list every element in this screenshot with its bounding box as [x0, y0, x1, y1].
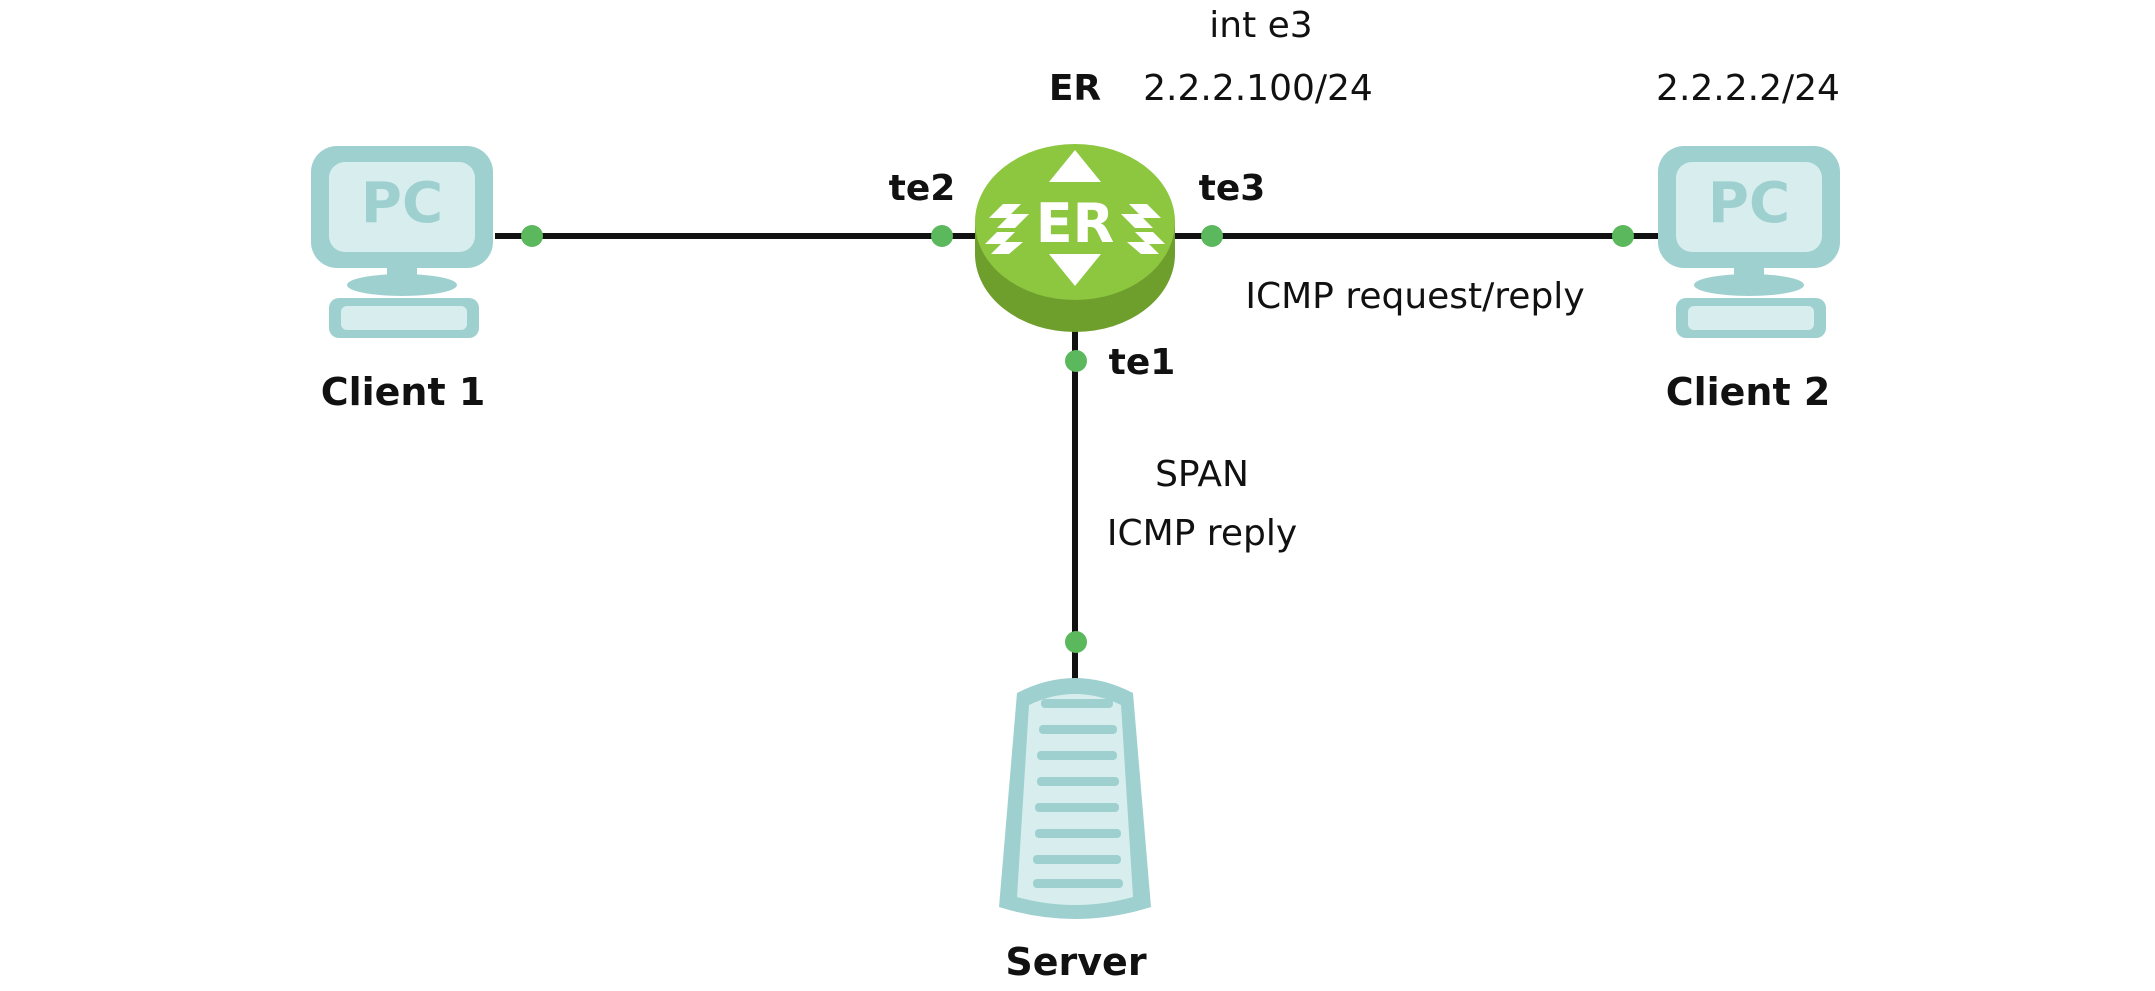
te1-port-dot[interactable] [1065, 350, 1087, 372]
client2-name: Client 2 [1666, 370, 1831, 414]
router-interface-ip: 2.2.2.100/24 [1143, 68, 1373, 109]
port-label-te1: te1 [1109, 342, 1176, 383]
router-logo-text: ER [1036, 192, 1114, 255]
client2-screen-text: PC [1708, 171, 1790, 236]
client2-port-dot[interactable] [1612, 225, 1634, 247]
server-port-dot[interactable] [1065, 631, 1087, 653]
link-label-icmp-reply: ICMP reply [1107, 513, 1297, 554]
server-name: Server [1005, 940, 1146, 984]
client2-ip: 2.2.2.2/24 [1656, 68, 1840, 109]
client1-screen-text: PC [361, 171, 443, 236]
labels: int e3 ER 2.2.2.100/24 2.2.2.2/24 te2 te… [321, 5, 1840, 984]
client2-pc-icon[interactable]: PC [1658, 146, 1840, 338]
port-label-te3: te3 [1199, 168, 1266, 209]
te2-port-dot[interactable] [931, 225, 953, 247]
client1-port-dot[interactable] [521, 225, 543, 247]
link-label-span: SPAN [1155, 454, 1249, 495]
client1-pc-icon[interactable]: PC [311, 146, 493, 338]
port-dots [521, 225, 1634, 653]
server-icon[interactable] [999, 678, 1151, 919]
te3-port-dot[interactable] [1201, 225, 1223, 247]
client1-name: Client 1 [321, 370, 486, 414]
link-label-icmp-request-reply: ICMP request/reply [1245, 276, 1584, 317]
port-label-te2: te2 [889, 168, 956, 209]
router-interface-name: int e3 [1209, 5, 1312, 46]
links [495, 233, 1665, 685]
router-name: ER [1049, 68, 1101, 109]
router-icon[interactable]: ER [975, 144, 1175, 332]
